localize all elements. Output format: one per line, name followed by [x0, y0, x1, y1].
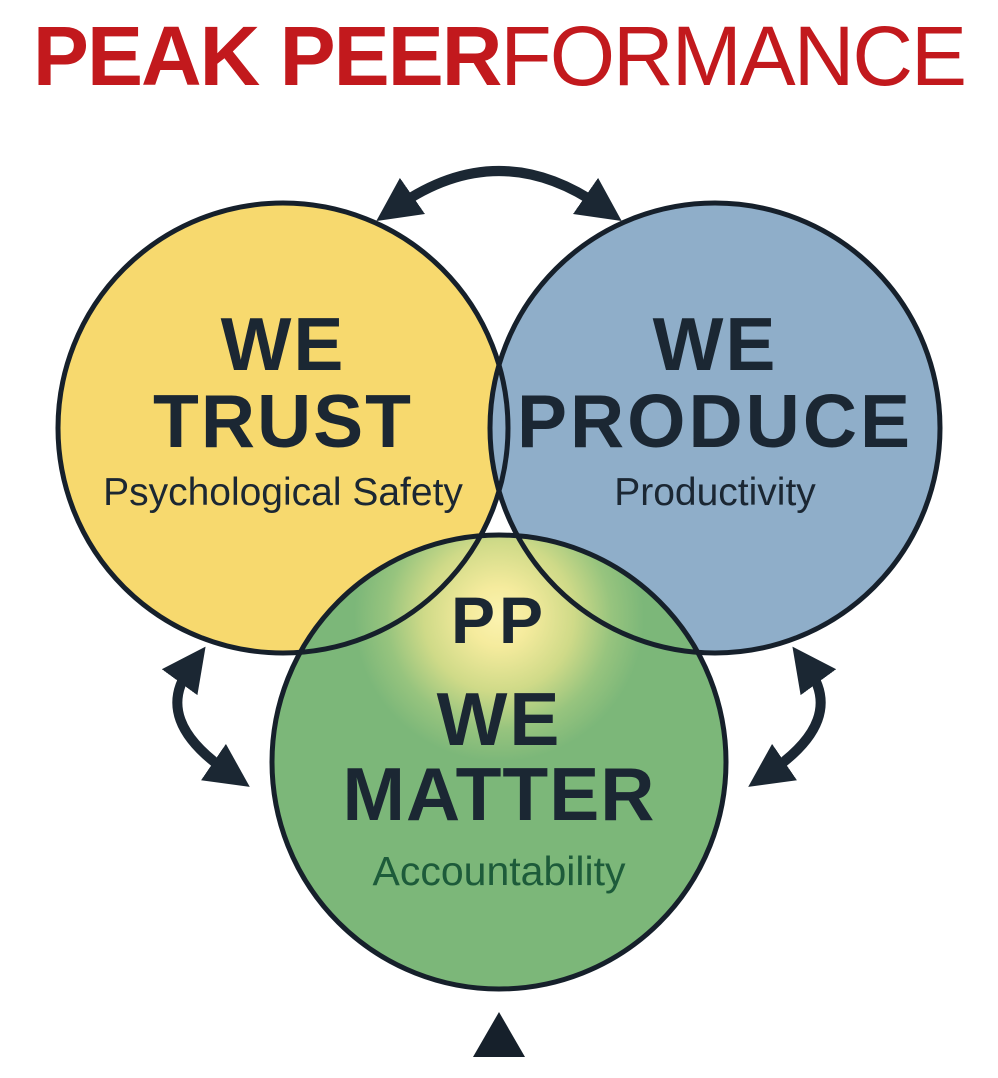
- title-light-text: FORMANCE: [500, 9, 967, 103]
- we-matter-heading-line1: WE: [437, 677, 562, 761]
- we-produce-heading-line2: PRODUCE: [517, 379, 913, 463]
- circle-we-matter: [272, 535, 726, 989]
- we-matter-subtitle: Accountability: [373, 848, 626, 894]
- we-produce-heading-line1: WE: [653, 302, 778, 386]
- circle-we-matter-outline: [269, 532, 729, 992]
- we-matter-heading-line2: MATTER: [343, 752, 656, 836]
- curved-double-arrow-top-icon: [376, 166, 622, 222]
- circle-we-trust-outline: [55, 200, 511, 656]
- we-trust-heading-line2: TRUST: [153, 379, 413, 463]
- curved-double-arrow-right-icon: [748, 646, 837, 787]
- up-triangle-icon: [473, 1012, 525, 1057]
- circle-we-trust: [58, 203, 508, 653]
- circle-we-produce: [490, 203, 940, 653]
- we-produce-subtitle: Productivity: [614, 471, 816, 514]
- we-trust-heading-line1: WE: [221, 302, 346, 386]
- center-pp-label: PP: [451, 583, 547, 657]
- page-title: PEAK PEERFORMANCE: [0, 14, 998, 98]
- curved-double-arrow-left-icon: [161, 646, 250, 787]
- we-trust-subtitle: Psychological Safety: [103, 471, 463, 514]
- circle-we-produce-outline: [487, 200, 943, 656]
- title-bold-text: PEAK PEER: [32, 9, 502, 103]
